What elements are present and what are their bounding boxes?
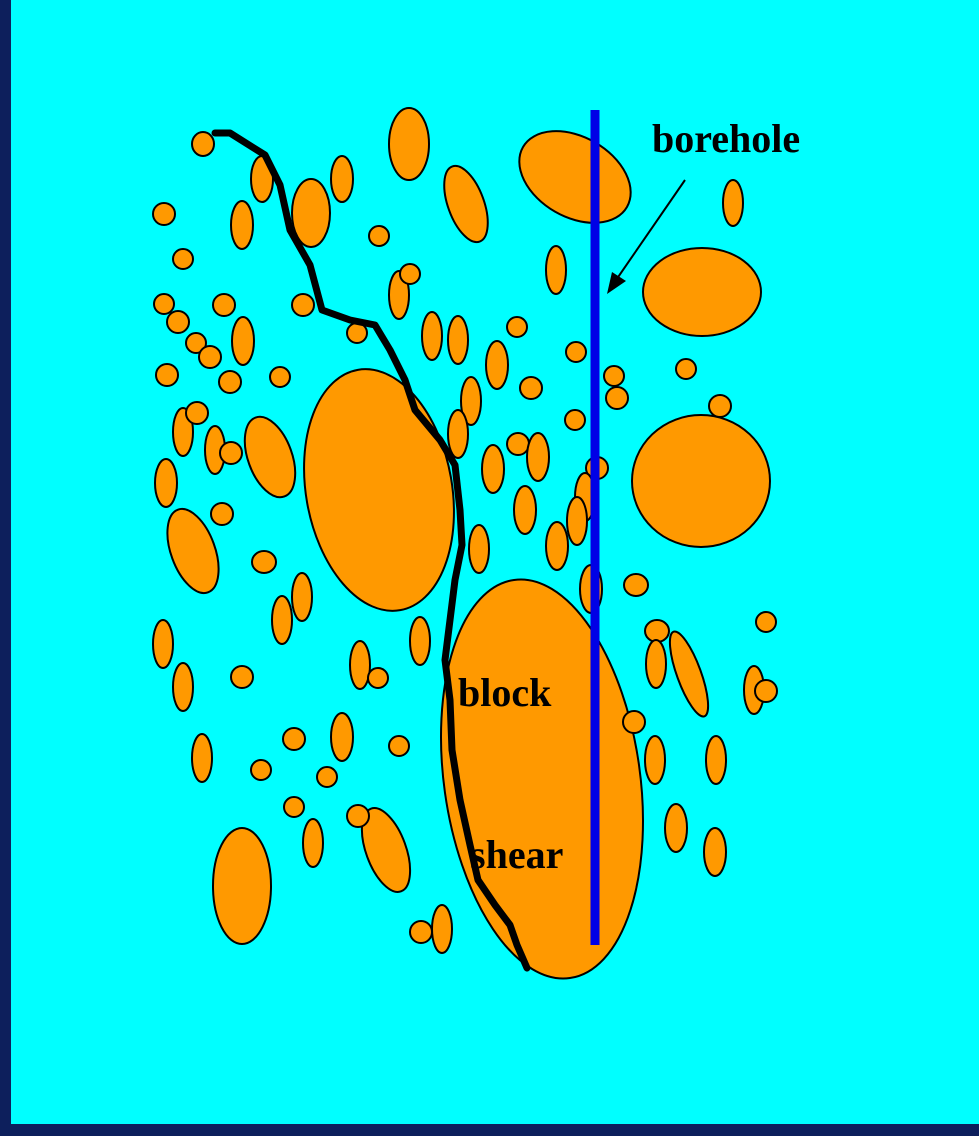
clast-ellipse [272, 596, 292, 644]
clast-ellipse [604, 366, 624, 386]
clast-ellipse [410, 617, 430, 665]
clast-ellipse [347, 805, 369, 827]
clast-ellipse [286, 357, 472, 623]
clast-ellipse [546, 246, 566, 294]
clast-ellipse [507, 317, 527, 337]
clast-ellipse [153, 620, 173, 668]
clast-ellipse [435, 160, 496, 247]
clast-ellipse [173, 663, 193, 711]
clast-ellipse [211, 503, 233, 525]
clast-ellipse [756, 612, 776, 632]
clast-ellipse [153, 203, 175, 225]
clast-ellipse [723, 180, 743, 226]
clast-ellipse [167, 311, 189, 333]
clast-ellipse [469, 525, 489, 573]
clast-ellipse [486, 341, 508, 389]
borehole-label: borehole [652, 116, 800, 161]
clast-ellipse [704, 828, 726, 876]
clast-ellipse [389, 736, 409, 756]
shear-label: shear [470, 832, 563, 877]
clast-ellipse [567, 497, 587, 545]
clast-ellipse [213, 294, 235, 316]
clast-ellipse [303, 819, 323, 867]
clast-ellipse [192, 734, 212, 782]
clast-ellipse [283, 728, 305, 750]
clast-ellipse [292, 294, 314, 316]
clast-ellipse [154, 294, 174, 314]
clast-ellipse [632, 415, 770, 547]
clast-ellipse [643, 248, 761, 336]
clast-ellipse [231, 201, 253, 249]
clast-ellipse [432, 905, 452, 953]
clast-ellipse [646, 640, 666, 688]
clast-ellipse [662, 628, 715, 721]
clast-ellipse [284, 797, 304, 817]
clast-ellipse [566, 342, 586, 362]
clast-ellipse [231, 666, 253, 688]
clast-ellipse [645, 736, 665, 784]
clast-ellipse [410, 921, 432, 943]
clast-ellipse [251, 760, 271, 780]
clast-ellipse [676, 359, 696, 379]
clast-ellipse [213, 828, 271, 944]
clast-ellipse [514, 486, 536, 534]
clast-ellipse [565, 410, 585, 430]
clast-ellipse [624, 574, 648, 596]
clast-ellipse [368, 668, 388, 688]
clast-ellipse [331, 713, 353, 761]
clast-ellipse [350, 641, 370, 689]
clast-ellipse [422, 312, 442, 360]
clast-ellipse [623, 711, 645, 733]
clast-ellipse [706, 736, 726, 784]
clast-ellipse [220, 442, 242, 464]
clast-ellipse [527, 433, 549, 481]
clast-ellipse [199, 346, 221, 368]
clast-ellipse [232, 317, 254, 365]
clast-ellipse [482, 445, 504, 493]
clast-ellipse [520, 377, 542, 399]
clast-ellipse [389, 108, 429, 180]
clast-ellipse [400, 264, 420, 284]
clast-ellipse [155, 459, 177, 507]
clast-ellipse [503, 112, 647, 241]
clast-ellipse [709, 395, 731, 417]
clast-ellipse [645, 620, 669, 642]
clast-ellipse [252, 551, 276, 573]
clast-ellipse [235, 410, 305, 504]
clast-ellipse [755, 680, 777, 702]
clast-ellipse [270, 367, 290, 387]
clast-ellipse [546, 522, 568, 570]
clast-ellipse [292, 573, 312, 621]
clast-ellipse [186, 402, 208, 424]
clast-ellipse [369, 226, 389, 246]
clast-ellipse [507, 433, 529, 455]
clasts [153, 108, 777, 992]
clast-ellipse [606, 387, 628, 409]
clast-ellipse [448, 410, 468, 458]
clast-ellipse [219, 371, 241, 393]
clast-ellipse [448, 316, 468, 364]
clast-ellipse [665, 804, 687, 852]
block-label: block [458, 670, 552, 715]
clast-ellipse [173, 249, 193, 269]
clast-ellipse [331, 156, 353, 202]
clast-ellipse [317, 767, 337, 787]
clast-ellipse [192, 132, 214, 156]
clast-ellipse [156, 364, 178, 386]
